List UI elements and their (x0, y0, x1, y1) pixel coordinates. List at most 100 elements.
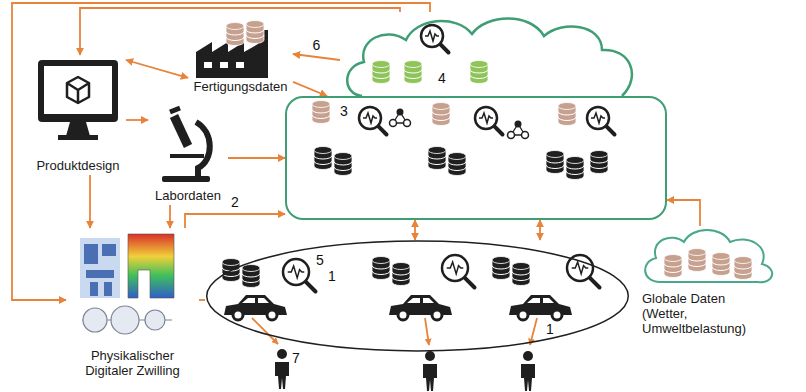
user-dot (522, 132, 529, 139)
database-top (590, 151, 608, 158)
analytics-magnifier (442, 255, 475, 288)
gearbox-gear (83, 308, 107, 332)
car-window (407, 298, 434, 303)
car-icon (224, 295, 287, 320)
car-icon (389, 295, 452, 320)
database-icon (558, 103, 576, 126)
fem-model (128, 234, 174, 298)
database-top (242, 265, 260, 272)
database-icon (512, 263, 530, 286)
person-head (277, 349, 287, 359)
database-ring (512, 272, 530, 276)
database-ring (590, 160, 608, 164)
signal-wave (591, 113, 605, 123)
database-ring (242, 274, 260, 278)
database-ring (712, 262, 730, 266)
microscope-tube (174, 116, 188, 146)
database-icon (546, 151, 564, 174)
database-ring (372, 266, 390, 270)
database-icon (470, 61, 488, 84)
lab-node: Labordaten (148, 110, 228, 205)
database-icon (404, 61, 422, 84)
car-wheel (233, 310, 243, 320)
database-ring (432, 117, 450, 121)
database-ring (314, 161, 332, 165)
database-ring (492, 266, 510, 270)
design-node: Produktdesign (30, 55, 126, 175)
database-ring (392, 277, 410, 281)
magnifier-handle (378, 126, 387, 135)
database-icon (314, 147, 332, 170)
database-ring (314, 156, 332, 160)
database-top (448, 153, 466, 160)
magnifier-lens (475, 107, 497, 129)
person-icon (521, 351, 535, 391)
microscope-base (162, 176, 210, 182)
data-flow-arrow (185, 214, 285, 228)
monitor-stand (58, 122, 98, 140)
database-ring (470, 75, 488, 79)
database-ring (512, 277, 530, 281)
fleet-outline (205, 240, 630, 352)
cloud-icon (645, 230, 772, 282)
database-icon (448, 153, 466, 176)
callout-number: 7 (292, 350, 300, 366)
database-top (372, 257, 390, 264)
database-top (404, 61, 422, 68)
monitor-frame (38, 60, 118, 122)
database-top (688, 249, 706, 256)
analytics-magnifier (567, 255, 600, 288)
node-label: Globale Daten (Wetter, Umweltbelastung) (642, 291, 762, 336)
database-top (314, 147, 332, 154)
database-ring (470, 70, 488, 74)
node-label: Labordaten (155, 188, 221, 203)
cloud-outline (340, 12, 640, 96)
database-ring (246, 35, 264, 39)
microscope-eyepiece (170, 108, 180, 112)
database-icon (590, 151, 608, 174)
data-flow-arrow (293, 54, 340, 60)
database-icon (492, 257, 510, 280)
magnifier-handle (589, 277, 599, 287)
database-ring (492, 271, 510, 275)
signal-wave (479, 113, 493, 123)
database-top (334, 153, 352, 160)
cloud-node: 4 (340, 12, 640, 96)
database-icon (226, 23, 244, 46)
data-flow-arrow (414, 220, 416, 240)
user-dot (390, 120, 397, 127)
person-body (521, 364, 535, 391)
database-ring (546, 165, 564, 169)
database-ring (428, 161, 446, 165)
user-dot (404, 120, 411, 127)
data-flow-arrow (80, 8, 400, 55)
data-flow-arrow (89, 175, 91, 228)
magnifier-handle (494, 126, 503, 135)
signal-wave (363, 113, 377, 123)
database-ring (432, 112, 450, 116)
database-ring (404, 75, 422, 79)
database-ring (734, 266, 752, 270)
database-top (566, 157, 584, 164)
cloud-path (347, 19, 632, 97)
magnifier-lens (587, 107, 609, 129)
signal-wave (288, 266, 305, 278)
user-network-icon (508, 121, 529, 139)
database-top (312, 101, 330, 108)
analytics-magnifier (283, 259, 316, 292)
magnifier-handle (464, 277, 474, 287)
vehicle-fleet: 51 (205, 240, 630, 352)
factory-windows (204, 62, 244, 68)
database-icon (246, 21, 264, 44)
car-wheel (398, 310, 408, 320)
node-label: Produktdesign (36, 158, 119, 173)
node-label: Fertigungsdaten (194, 79, 288, 94)
database-icon (712, 253, 730, 276)
callout-number: 1 (546, 321, 554, 337)
data-flow-arrow (667, 200, 700, 226)
car-window (527, 298, 554, 303)
data-flow-arrow (126, 60, 188, 78)
machine-model (80, 238, 120, 298)
callout-number: 6 (311, 37, 323, 53)
database-icon (372, 61, 390, 84)
